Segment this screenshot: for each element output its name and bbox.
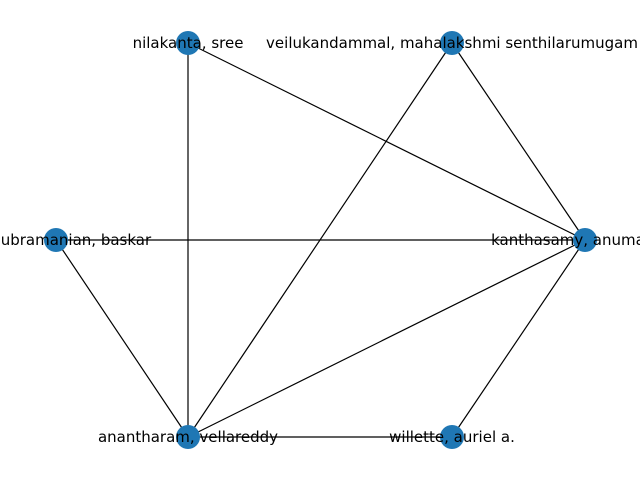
edges-layer — [55, 42, 586, 438]
edge-kanthasamy-willette — [451, 239, 586, 438]
edge-kanthasamy-anantharam — [187, 239, 586, 438]
node-label-anantharam: anantharam, vellareddy — [98, 428, 278, 446]
node-nilakanta — [176, 31, 200, 55]
node-anantharam — [176, 425, 200, 449]
edge-veilukandammal-kanthasamy — [451, 42, 586, 241]
node-label-veilukandammal: veilukandammal, mahalakshmi senthilarumu… — [266, 34, 638, 52]
node-label-willette: willette, auriel a. — [389, 428, 515, 446]
node-kanthasamy — [573, 228, 597, 252]
node-balasubramanian — [44, 228, 68, 252]
node-label-kanthasamy: kanthasamy, anumantha — [491, 231, 640, 249]
node-label-nilakanta: nilakanta, sree — [133, 34, 244, 52]
edge-balasubramanian-anantharam — [55, 239, 189, 438]
labels-layer: nilakanta, sree veilukandammal, mahalaksh… — [0, 34, 640, 446]
node-willette — [440, 425, 464, 449]
node-veilukandammal — [440, 31, 464, 55]
node-label-balasubramanian: balasubramanian, baskar — [0, 231, 152, 249]
nodes-layer — [44, 31, 597, 449]
